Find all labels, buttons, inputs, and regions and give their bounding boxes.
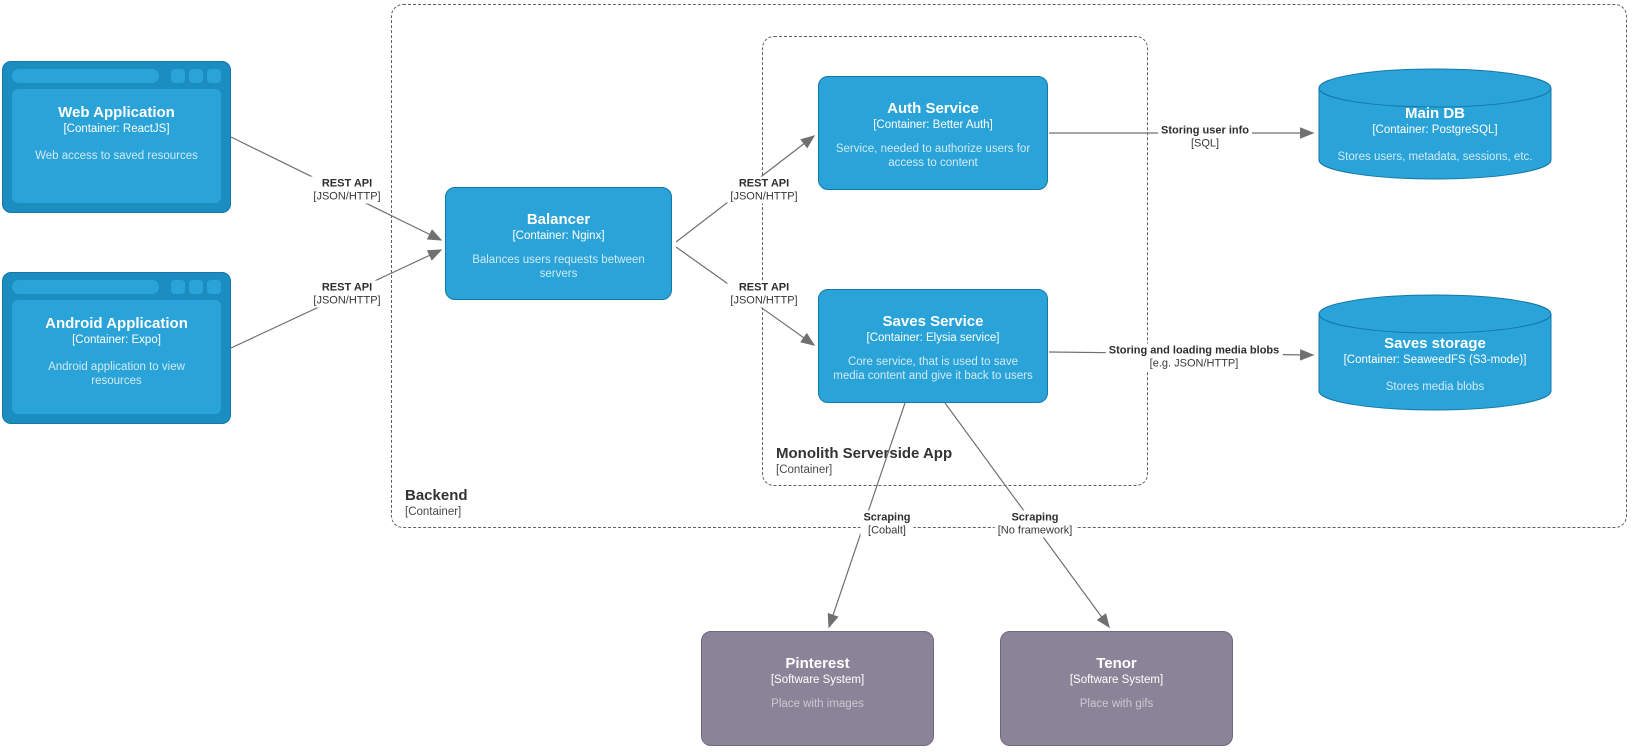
edge-label-android-to-balancer: REST API [JSON/HTTP] (310, 280, 384, 308)
node-description: Place with images (771, 698, 864, 710)
boundary-title: Backend (405, 487, 468, 504)
edge-technology-text: [e.g. JSON/HTTP] (1149, 357, 1239, 370)
edge-label-text: Storing user info (1161, 124, 1249, 137)
node-description: Place with gifs (1079, 698, 1154, 710)
boundary-subtitle: [Container] (776, 464, 833, 476)
edge-technology-text: [JSON/HTTP] (313, 294, 381, 307)
node-android-application: Android Application [Container: Expo] An… (2, 272, 231, 424)
browser-address-bar (12, 69, 159, 83)
node-subtitle: [Container: ReactJS] (63, 123, 170, 135)
node-main-db: Main DB [Container: PostgreSQL] Stores u… (1318, 68, 1552, 180)
node-title: Main DB (1405, 105, 1465, 122)
node-description: Balances users requests between servers (472, 254, 645, 280)
node-description: Service, needed to authorize users for a… (835, 143, 1031, 169)
edge-label-saves-to-tenor: Scraping [No framework] (994, 510, 1076, 538)
edge-label-text: REST API (321, 281, 373, 294)
cylinder-text: Main DB [Container: PostgreSQL] Stores u… (1318, 68, 1552, 165)
node-title: Saves storage (1384, 335, 1486, 352)
node-tenor: Tenor [Software System] Place with gifs (1000, 631, 1233, 746)
edge-label-text: REST API (738, 281, 790, 294)
node-title: Tenor (1096, 655, 1137, 672)
browser-address-bar (12, 280, 159, 294)
node-title: Auth Service (887, 100, 979, 117)
node-saves-service: Saves Service [Container: Elysia service… (818, 289, 1048, 403)
node-subtitle: [Container: Nginx] (512, 230, 605, 242)
edge-label-text: REST API (738, 177, 790, 190)
node-balancer: Balancer [Container: Nginx] Balances use… (445, 187, 672, 300)
boundary-monolith-label: Monolith Serverside App [Container] (776, 445, 952, 478)
edge-label-text: Storing and loading media blobs (1108, 344, 1280, 357)
browser-button (207, 280, 221, 294)
node-web-application: Web Application [Container: ReactJS] Web… (2, 61, 231, 213)
browser-button (207, 69, 221, 83)
edge-technology-text: [SQL] (1190, 137, 1220, 150)
node-subtitle: [Container: PostgreSQL] (1372, 124, 1498, 136)
browser-button (189, 69, 203, 83)
node-subtitle: [Software System] (770, 674, 865, 686)
node-title: Pinterest (785, 655, 850, 672)
node-description: Web access to saved resources (35, 150, 198, 162)
node-auth-service: Auth Service [Container: Better Auth] Se… (818, 76, 1048, 190)
node-description: Stores media blobs (1385, 381, 1485, 393)
edge-label-auth-to-main-db: Storing user info [SQL] (1158, 123, 1252, 151)
node-title: Saves Service (882, 313, 984, 330)
boundary-subtitle: [Container] (405, 506, 462, 518)
node-saves-storage: Saves storage [Container: SeaweedFS (S3-… (1318, 294, 1552, 411)
edge-label-text: Scraping (1011, 511, 1059, 524)
database-cylinder-icon (1318, 68, 1552, 180)
node-title: Web Application (58, 104, 175, 121)
node-subtitle: [Container: SeaweedFS (S3-mode)] (1343, 354, 1527, 366)
edge-technology-text: [JSON/HTTP] (730, 190, 798, 203)
browser-panel: Web Application [Container: ReactJS] Web… (12, 89, 221, 203)
boundary-backend-label: Backend [Container] (405, 487, 468, 520)
edge-label-text: REST API (321, 177, 373, 190)
node-description: Core service, that is used to save media… (833, 356, 1033, 382)
node-subtitle: [Software System] (1069, 674, 1164, 686)
database-cylinder-icon (1318, 294, 1552, 411)
browser-button (171, 69, 185, 83)
browser-button (189, 280, 203, 294)
edge-label-balancer-to-saves: REST API [JSON/HTTP] (727, 280, 801, 308)
node-pinterest: Pinterest [Software System] Place with i… (701, 631, 934, 746)
edge-technology-text: [JSON/HTTP] (313, 190, 381, 203)
browser-chrome (12, 280, 221, 294)
node-description: Android application to view resources (48, 361, 185, 387)
edge-label-saves-to-pinterest: Scraping [Cobalt] (860, 510, 914, 538)
edge-technology-text: [No framework] (997, 524, 1073, 537)
node-subtitle: [Container: Expo] (72, 334, 161, 346)
browser-panel: Android Application [Container: Expo] An… (12, 300, 221, 414)
edge-label-text: Scraping (863, 511, 911, 524)
edge-technology-text: [JSON/HTTP] (730, 294, 798, 307)
node-subtitle: [Container: Better Auth] (873, 119, 993, 131)
edge-label-balancer-to-auth: REST API [JSON/HTTP] (727, 176, 801, 204)
browser-chrome (12, 69, 221, 83)
browser-button (171, 280, 185, 294)
cylinder-text: Saves storage [Container: SeaweedFS (S3-… (1318, 294, 1552, 395)
node-title: Balancer (526, 211, 591, 228)
node-subtitle: [Container: Elysia service] (866, 332, 1000, 344)
boundary-title: Monolith Serverside App (776, 445, 953, 462)
edge-label-web-to-balancer: REST API [JSON/HTTP] (310, 176, 384, 204)
edge-label-saves-to-storage: Storing and loading media blobs [e.g. JS… (1105, 343, 1283, 371)
node-description: Stores users, metadata, sessions, etc. (1337, 151, 1533, 163)
edge-technology-text: [Cobalt] (868, 524, 906, 537)
node-title: Android Application (45, 315, 188, 332)
